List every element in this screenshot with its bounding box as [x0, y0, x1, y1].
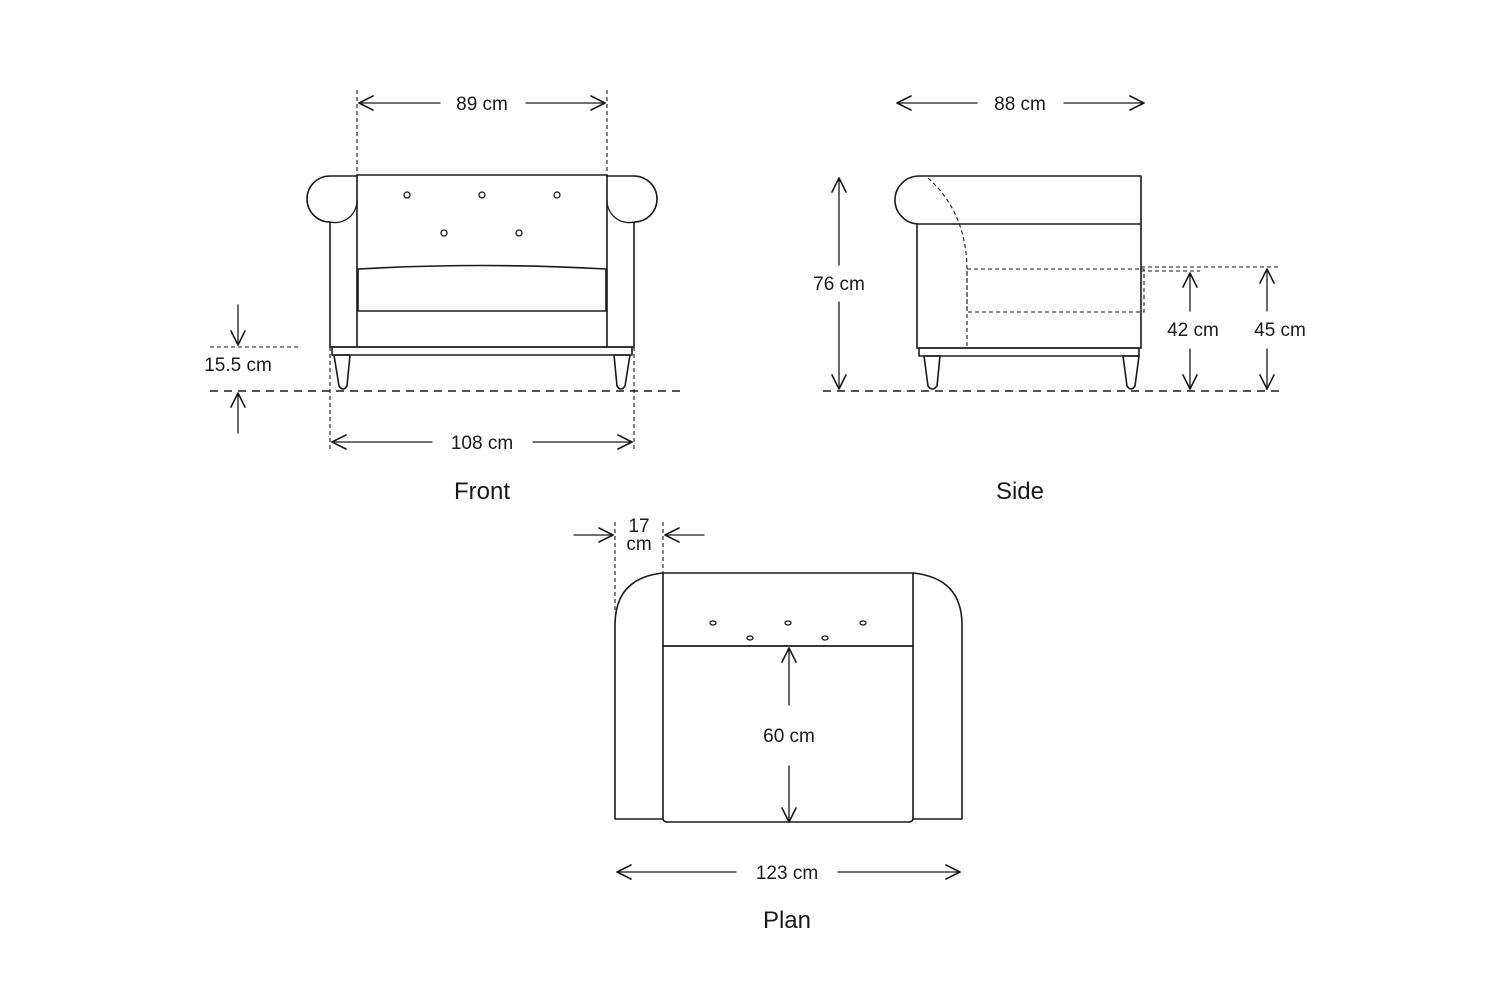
side-back-leg	[1122, 355, 1140, 390]
front-view-caption: Front	[454, 478, 510, 505]
side-height-dimension: 76 cm	[813, 177, 865, 390]
side-depth-dimension: 88 cm	[896, 94, 1145, 115]
plan-arm-width-label-line1: 17	[628, 516, 649, 537]
plan-overall-width-label: 123 cm	[756, 863, 818, 884]
front-view: 89 cm 108 cm 15.5 cm Front	[204, 90, 685, 505]
side-arm-height-dimension: 45 cm	[1254, 268, 1306, 390]
side-view-caption: Side	[996, 478, 1044, 505]
front-seat-width-dimension: 89 cm	[358, 94, 606, 115]
front-overall-width-label: 108 cm	[451, 433, 513, 454]
plan-sofa-outline	[614, 572, 963, 823]
plan-arm-width-dimension: 17 cm	[573, 516, 705, 555]
side-arm-height-label: 45 cm	[1254, 320, 1306, 341]
side-height-label: 76 cm	[813, 274, 865, 295]
front-leg-height-dimension: 15.5 cm	[204, 304, 272, 434]
front-right-leg	[613, 354, 631, 390]
side-seat-height-dimension: 42 cm	[1167, 272, 1219, 390]
plan-tufting-buttons	[709, 620, 867, 641]
plan-arm-width-label-line2: cm	[626, 534, 651, 555]
front-leg-height-label: 15.5 cm	[204, 355, 272, 376]
front-sofa-outline	[306, 174, 658, 390]
plan-seat-depth-dimension: 60 cm	[763, 647, 815, 823]
plan-view: 17 cm 60 cm 123 cm Plan	[573, 516, 963, 934]
plan-view-caption: Plan	[763, 907, 811, 934]
front-left-leg	[333, 354, 351, 390]
side-sofa-outline	[894, 175, 1145, 390]
side-front-leg	[923, 355, 941, 390]
side-view: 88 cm 76 cm 42 cm 45 cm Side	[813, 94, 1306, 505]
front-seat-width-label: 89 cm	[456, 94, 508, 115]
front-tufting-buttons	[403, 191, 561, 237]
plan-overall-width-dimension: 123 cm	[616, 863, 961, 884]
plan-seat-depth-label: 60 cm	[763, 726, 815, 747]
front-overall-width-dimension: 108 cm	[331, 433, 633, 454]
side-depth-label: 88 cm	[994, 94, 1046, 115]
side-seat-height-label: 42 cm	[1167, 320, 1219, 341]
